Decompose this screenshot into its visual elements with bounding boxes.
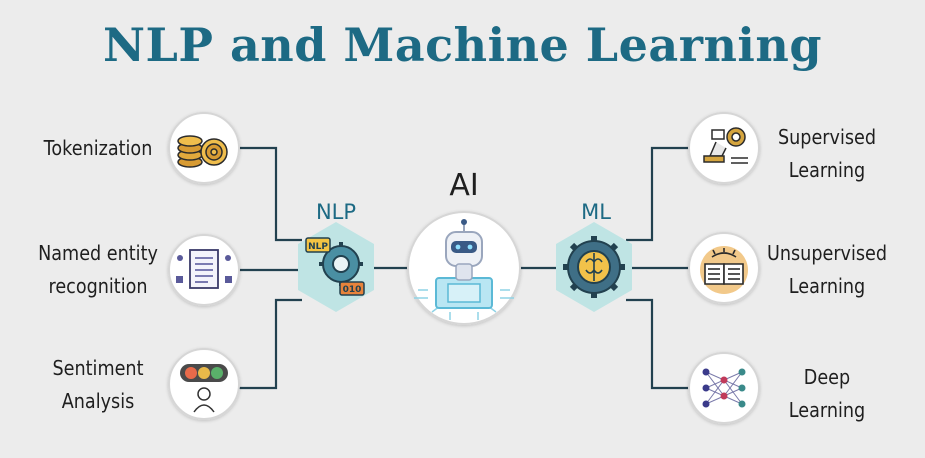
topic-label-line1: Named entity	[38, 241, 158, 265]
open-book-eye-icon	[704, 248, 744, 285]
nlp-gear-icon: NLP 010	[305, 237, 365, 296]
topic-label-unsupervised: Unsupervised Learning	[761, 237, 893, 303]
connector-tokenization	[238, 146, 302, 242]
tokens-coins-icon	[177, 135, 228, 168]
connectors	[238, 146, 690, 390]
topic-label-line2: Learning	[788, 274, 866, 298]
topic-label-line1: Supervised	[777, 125, 877, 149]
ml-label: ML	[581, 200, 611, 224]
topic-label-deep: Deep Learning	[761, 361, 893, 427]
page-title: NLP and Machine Learning	[103, 18, 822, 72]
deep-learning-circle	[688, 352, 760, 424]
connector-supervised	[626, 146, 690, 242]
nlp-badge-bottom: 010	[343, 285, 362, 295]
nlp-label: NLP	[315, 200, 357, 224]
topic-label-sentiment: Sentiment Analysis	[36, 352, 159, 418]
tokenization-circle	[168, 112, 240, 184]
nlp-hub: NLP 010	[298, 222, 374, 312]
topic-label-line1: Tokenization	[43, 136, 153, 160]
topic-label-ner: Named entity recognition	[36, 237, 159, 303]
ai-label: AI	[449, 168, 479, 203]
robot-chip-icon	[414, 219, 514, 320]
sentiment-faces-icon	[180, 364, 228, 413]
topic-label-line2: recognition	[48, 274, 148, 298]
connector-sentiment	[238, 298, 302, 390]
topic-label-tokenization: Tokenization	[36, 132, 159, 165]
ai-center	[407, 211, 521, 325]
topic-label-line1: Sentiment	[52, 356, 144, 380]
topic-label-line2: Analysis	[61, 389, 135, 413]
document-entities-icon	[176, 249, 232, 289]
topic-label-line2: Learning	[788, 158, 866, 182]
topic-label-line1: Deep	[803, 365, 851, 389]
brain-gear-icon	[563, 236, 625, 298]
unsupervised-circle	[688, 232, 760, 304]
topic-label-line2: Learning	[788, 398, 866, 422]
connector-deep	[626, 298, 690, 390]
nlp-badge-top: NLP	[308, 242, 328, 252]
topic-label-supervised: Supervised Learning	[761, 121, 893, 187]
supervised-circle	[688, 112, 760, 184]
ner-circle	[168, 234, 240, 306]
robot-arm-icon	[703, 127, 748, 164]
neural-network-icon	[702, 368, 746, 408]
ml-hub	[556, 222, 632, 312]
sentiment-circle	[168, 348, 240, 420]
topic-label-line1: Unsupervised	[766, 241, 888, 265]
